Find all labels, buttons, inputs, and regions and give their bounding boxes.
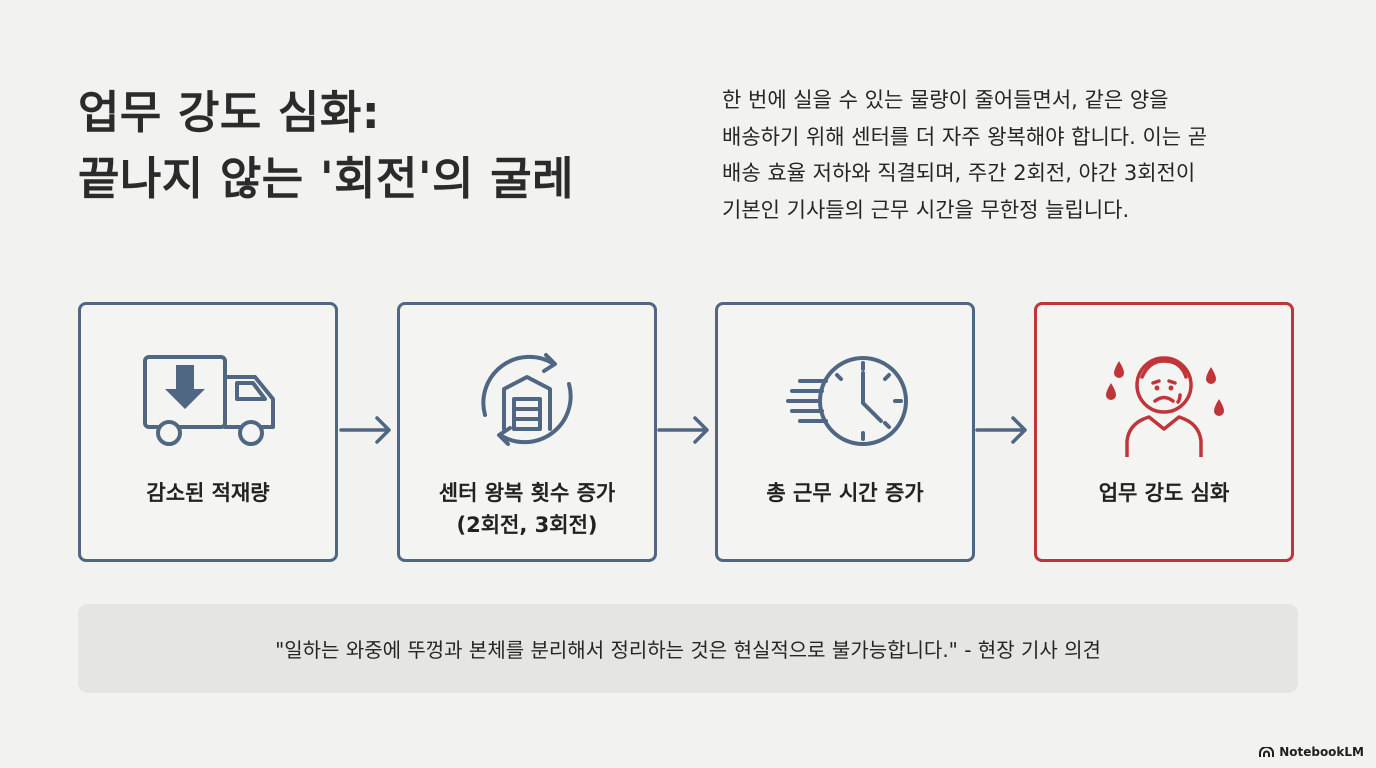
description-line-3: 배송 효율 저하와 직결되며, 주간 2회전, 야간 3회전이 [722, 161, 1196, 185]
notebooklm-badge: NotebookLM [1259, 745, 1364, 759]
title-line-1: 업무 강도 심화: [78, 86, 381, 139]
flow-arrow-icon [975, 416, 1027, 444]
fast-clock-icon [786, 356, 908, 446]
flow-step-label: 감소된 적재량 [81, 477, 335, 509]
flow-step-label-line: (2회전, 3회전) [456, 513, 598, 537]
field-driver-quote: "일하는 와중에 뚜껑과 본체를 분리해서 정리하는 것은 현실적으로 불가능합… [78, 604, 1298, 693]
flow-step-total-hours: 총 근무 시간 증가 [715, 302, 975, 562]
notebooklm-logo-icon [1259, 746, 1275, 757]
flow-step-label-line: 감소된 적재량 [146, 481, 270, 505]
description-line-2: 배송하기 위해 센터를 더 자주 왕복해야 합니다. 이는 곧 [722, 124, 1208, 149]
flow-step-label: 업무 강도 심화 [1037, 477, 1291, 509]
flow-step-label-line: 업무 강도 심화 [1098, 481, 1230, 505]
flow-step-label: 센터 왕복 횟수 증가 (2회전, 3회전) [400, 477, 654, 541]
brand-name: NotebookLM [1279, 745, 1364, 759]
quote-text: "일하는 와중에 뚜껑과 본체를 분리해서 정리하는 것은 현실적으로 불가능합… [275, 638, 1101, 662]
flow-step-work-intensity: 업무 강도 심화 [1034, 302, 1294, 562]
flow-arrow-icon [657, 416, 709, 444]
title-line-2: 끝나지 않는 '회전'의 굴레 [78, 152, 575, 205]
flow-step-label: 총 근무 시간 증가 [718, 477, 972, 509]
warehouse-cycle-icon [481, 353, 573, 446]
description: 한 번에 실을 수 있는 물량이 줄어들면서, 같은 양을 배송하기 위해 센터… [722, 82, 1292, 228]
flow-step-label-line: 총 근무 시간 증가 [766, 481, 924, 505]
flow-step-label-line: 센터 왕복 횟수 증가 [438, 481, 616, 505]
description-line-1: 한 번에 실을 수 있는 물량이 줄어들면서, 같은 양을 [722, 88, 1169, 112]
flow-arrow-icon [339, 416, 391, 444]
page-title: 업무 강도 심화: 끝나지 않는 '회전'의 굴레 [78, 80, 678, 212]
delivery-truck-down-arrow-icon [143, 355, 275, 446]
flow-step-center-round-trips: 센터 왕복 횟수 증가 (2회전, 3회전) [397, 302, 657, 562]
flow-step-reduced-load: 감소된 적재량 [78, 302, 338, 562]
description-line-4: 기본인 기사들의 근무 시간을 무한정 늘립니다. [722, 197, 1130, 222]
stressed-worker-icon [1106, 356, 1224, 457]
